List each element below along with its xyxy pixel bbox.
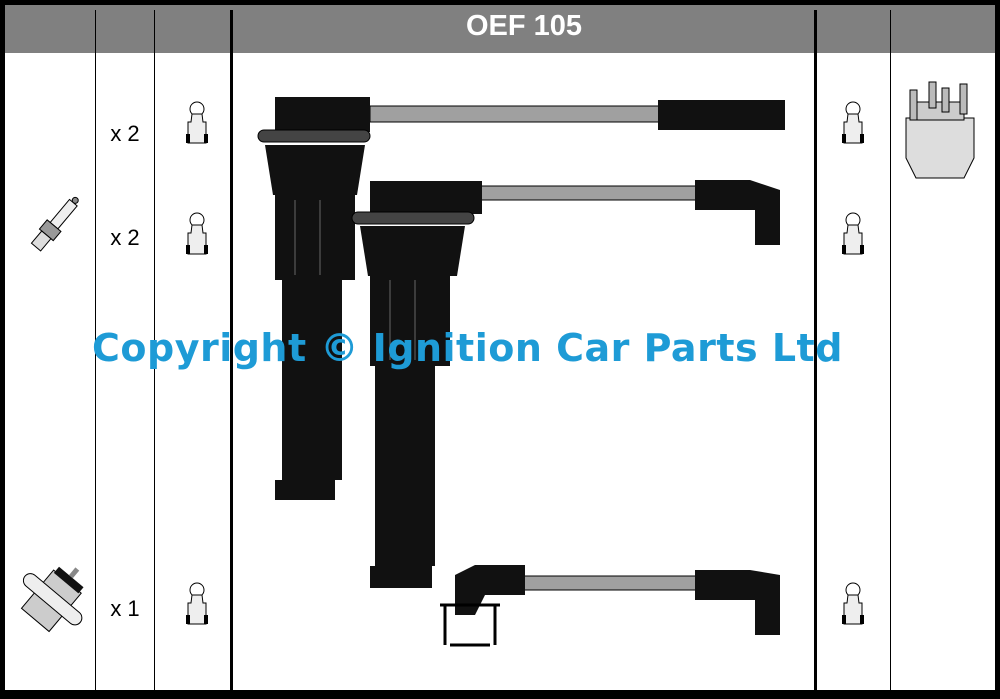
- part-number-title: OEF 105: [465, 10, 583, 42]
- coil-lead-long: [257, 97, 785, 500]
- coil-to-coil-lead: [440, 565, 780, 647]
- ignition-leads-illustration: [257, 97, 785, 647]
- column-divider: [890, 10, 891, 690]
- quantity-label: x 2: [110, 121, 140, 146]
- terminal-icon: [842, 101, 864, 144]
- column-divider: [95, 10, 96, 690]
- spark-plug-icon: [30, 196, 79, 252]
- column-divider: [154, 10, 155, 690]
- terminal-icon: [842, 212, 864, 255]
- ignition-coil-icon: [20, 566, 84, 633]
- distributor-cap-icon: [905, 81, 975, 179]
- terminal-icon: [186, 582, 208, 625]
- copyright-watermark: Copyright © Ignition Car Parts Ltd: [92, 326, 843, 370]
- column-divider: [230, 10, 233, 690]
- terminal-icon: [842, 582, 864, 625]
- quantity-label: x 2: [110, 225, 140, 250]
- terminal-icon: [186, 212, 208, 255]
- coil-lead-short: [351, 180, 780, 588]
- column-divider: [814, 10, 817, 690]
- header-bar: [5, 5, 995, 53]
- terminal-icon: [186, 101, 208, 144]
- quantity-label: x 1: [110, 596, 140, 621]
